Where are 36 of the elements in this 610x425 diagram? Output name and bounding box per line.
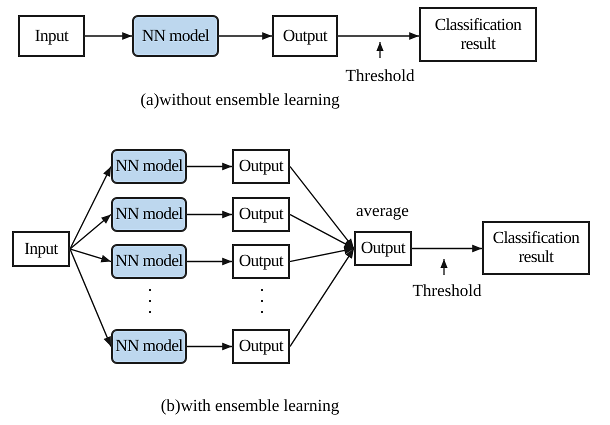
process-box: Input bbox=[12, 231, 70, 267]
arrow bbox=[70, 248, 112, 262]
threshold-label: Threshold bbox=[412, 281, 482, 300]
threshold-label: Threshold bbox=[346, 66, 414, 85]
arrow bbox=[289, 166, 355, 249]
arrow bbox=[219, 32, 272, 40]
model-box: NN model bbox=[111, 197, 187, 232]
node-caption: average bbox=[356, 200, 409, 222]
arrow bbox=[289, 248, 355, 347]
arrow bbox=[290, 214, 354, 250]
process-box: Output bbox=[232, 197, 290, 232]
arrow bbox=[338, 32, 419, 40]
process-box: Output bbox=[272, 15, 338, 57]
arrow bbox=[85, 32, 132, 40]
process-box: Output bbox=[232, 149, 290, 184]
arrow bbox=[187, 210, 232, 218]
arrow bbox=[69, 166, 112, 250]
model-box: NN model bbox=[132, 15, 219, 57]
caption: (a)without ensemble learning bbox=[140, 90, 340, 109]
model-box: NN model bbox=[111, 149, 187, 184]
arrow bbox=[290, 246, 354, 262]
arrow bbox=[187, 258, 232, 266]
arrow bbox=[187, 162, 232, 170]
process-box: Output bbox=[354, 231, 412, 266]
process-box: Output bbox=[232, 244, 290, 279]
arrow bbox=[69, 248, 112, 347]
process-box: Input bbox=[18, 15, 85, 57]
arrow bbox=[412, 244, 482, 252]
process-box: Output bbox=[232, 329, 290, 364]
process-box: Classification result bbox=[482, 221, 590, 275]
model-box: NN model bbox=[111, 244, 187, 279]
process-box: Classification result bbox=[419, 7, 537, 62]
model-box: NN model bbox=[111, 329, 187, 364]
arrow bbox=[187, 342, 232, 350]
caption: (b)with ensemble learning bbox=[160, 396, 340, 415]
arrow bbox=[70, 214, 112, 250]
